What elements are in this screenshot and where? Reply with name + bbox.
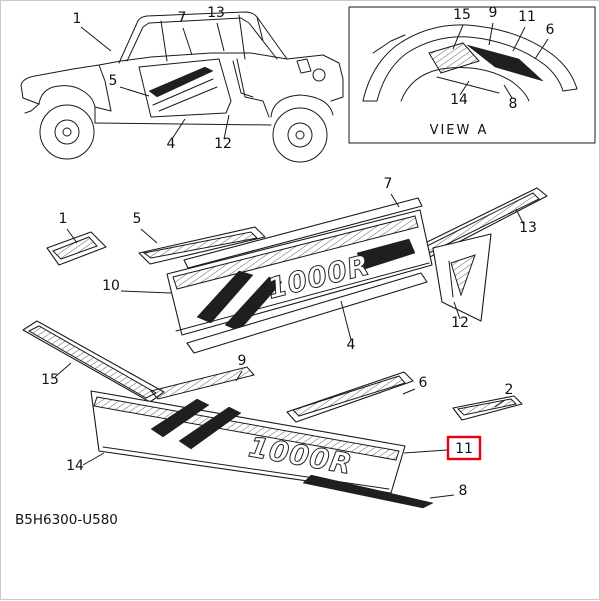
decal-8-tail [302, 474, 434, 509]
callout-vehicle-1[interactable]: 1 [73, 11, 82, 27]
decal-6 [286, 371, 414, 423]
exploded-leader-lines [54, 193, 525, 499]
vehicle-line-art [20, 11, 344, 163]
decal-9 [150, 366, 255, 400]
decal-2 [452, 395, 523, 421]
decal-12 [432, 233, 492, 322]
callout-vehicle-13[interactable]: 13 [207, 5, 225, 21]
view-a-decal-swoosh [466, 44, 544, 82]
door-decal-swoosh [148, 66, 214, 98]
callout-exploded-13[interactable]: 13 [519, 220, 537, 236]
decal-7 [183, 197, 423, 269]
callout-viewa-15[interactable]: 15 [453, 7, 471, 23]
callout-viewa-14[interactable]: 14 [450, 92, 468, 108]
selected-callout-box [446, 435, 482, 461]
callout-exploded-14[interactable]: 14 [66, 458, 84, 474]
view-a-border [348, 6, 596, 144]
callout-exploded-4[interactable]: 4 [347, 337, 356, 353]
decal-1 [46, 231, 107, 266]
view-a-line-art [362, 24, 578, 102]
callout-viewa-11[interactable]: 11 [518, 9, 536, 25]
callout-exploded-8[interactable]: 8 [459, 483, 468, 499]
part-code: B5H6300-U580 [15, 512, 118, 528]
view-a-decal-hatch [428, 42, 480, 74]
callout-viewa-9[interactable]: 9 [489, 5, 498, 21]
callout-exploded-6[interactable]: 6 [419, 375, 428, 391]
callout-exploded-11[interactable]: 11 [455, 441, 473, 457]
decal-4-bottom-strip [186, 272, 428, 354]
view-a-panel: 15 9 11 6 14 8 VIEW A [348, 5, 596, 144]
decal-10-main-graphic: 1000R [166, 209, 433, 354]
callout-vehicle-7[interactable]: 7 [178, 10, 187, 26]
vehicle-leader-lines [80, 22, 230, 140]
callout-exploded-15[interactable]: 15 [41, 372, 59, 388]
exploded-decals: 1000R [22, 187, 548, 509]
callout-exploded-2[interactable]: 2 [505, 382, 514, 398]
callout-vehicle-4[interactable]: 4 [167, 136, 176, 152]
view-a-leader-lines [452, 22, 549, 99]
decal-15 [22, 320, 165, 403]
callout-exploded-5[interactable]: 5 [133, 211, 142, 227]
callout-exploded-10[interactable]: 10 [102, 278, 120, 294]
callout-viewa-8[interactable]: 8 [509, 96, 518, 112]
callout-exploded-1[interactable]: 1 [59, 211, 68, 227]
view-a-label: VIEW A [430, 123, 489, 138]
callout-exploded-7[interactable]: 7 [384, 176, 393, 192]
callout-vehicle-12[interactable]: 12 [214, 136, 232, 152]
decal-5 [138, 226, 266, 265]
decal-14-lower-graphic: 1000R [90, 390, 434, 509]
callout-viewa-6[interactable]: 6 [546, 22, 555, 38]
callout-vehicle-5[interactable]: 5 [109, 73, 118, 89]
callout-exploded-9[interactable]: 9 [238, 353, 247, 369]
callout-exploded-12[interactable]: 12 [451, 315, 469, 331]
